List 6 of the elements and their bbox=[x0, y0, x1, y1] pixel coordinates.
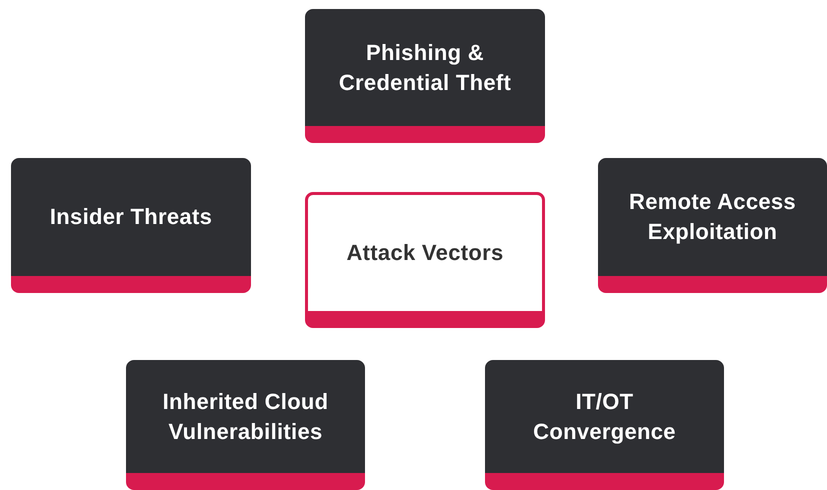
attack-vector-card: Remote Access Exploitation bbox=[598, 158, 827, 293]
attack-vector-card: Insider Threats bbox=[11, 158, 251, 293]
central-topic-card: Attack Vectors bbox=[305, 192, 545, 328]
attack-vector-card: Inherited Cloud Vulnerabilities bbox=[126, 360, 365, 490]
attack-vector-card: IT/OT Convergence bbox=[485, 360, 724, 490]
attack-vector-card: Phishing & Credential Theft bbox=[305, 9, 545, 143]
